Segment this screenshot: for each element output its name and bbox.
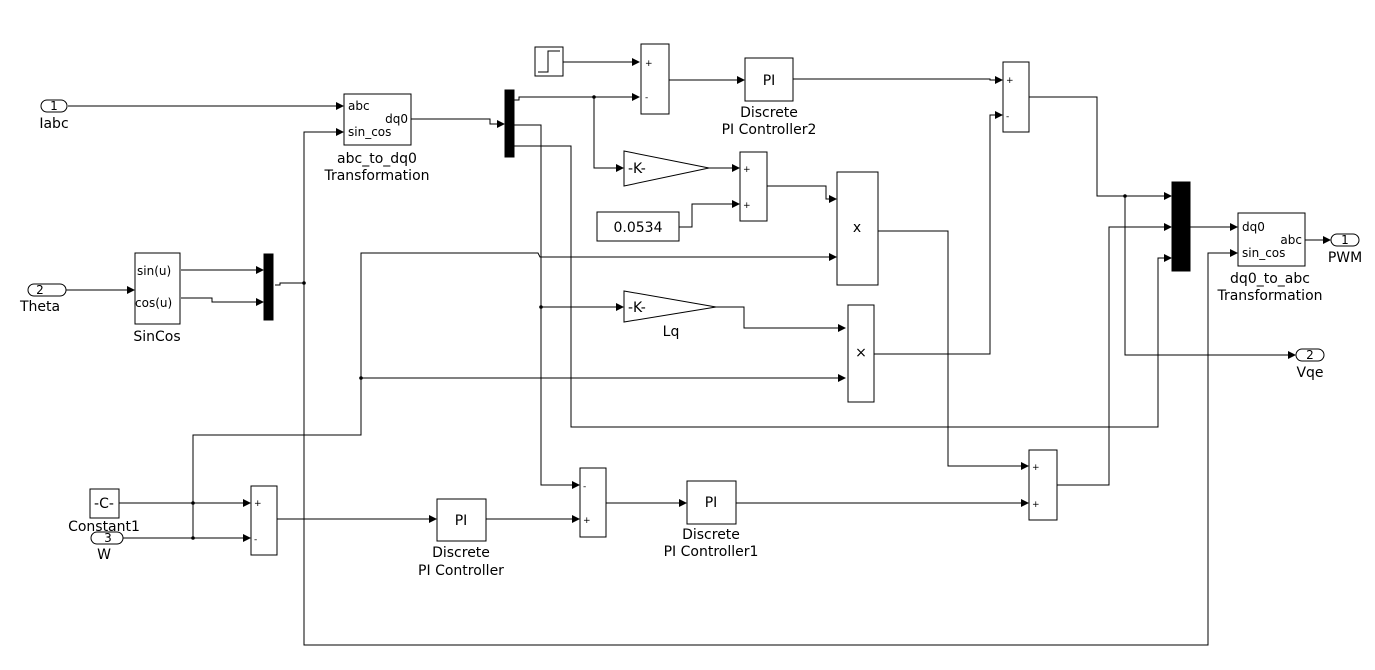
- gain-lq-block[interactable]: -K- Lq: [623, 290, 717, 340]
- svg-text:-K-: -K-: [628, 300, 646, 316]
- svg-text:sin(u): sin(u): [137, 264, 171, 278]
- abc-to-dq0-label: abc_to_dq0: [337, 151, 417, 167]
- dq0-to-abc-label-2: Transformation: [1216, 288, 1322, 304]
- pi-controller-block[interactable]: PI Discrete PI Controller: [418, 498, 504, 579]
- pi-controller2-block[interactable]: PI Discrete PI Controller2: [722, 57, 817, 138]
- svg-text:abc: abc: [1280, 233, 1302, 247]
- svg-text:x: x: [853, 220, 861, 236]
- gain-lq-label: Lq: [663, 324, 680, 340]
- inport-theta[interactable]: 2 Theta: [19, 283, 67, 315]
- pi-controller1-block[interactable]: PI Discrete PI Controller1: [664, 480, 759, 560]
- sum-block-right-bottom[interactable]: + +: [1028, 449, 1058, 521]
- svg-text:1: 1: [50, 99, 58, 113]
- inport-iabc[interactable]: 1 Iabc: [39, 99, 68, 132]
- pi-controller-label-2: PI Controller: [418, 563, 504, 579]
- pi-controller2-label-2: PI Controller2: [722, 122, 817, 138]
- pi-controller-label: Discrete: [432, 545, 490, 561]
- svg-text:dq0: dq0: [385, 112, 408, 126]
- svg-text:0.0534: 0.0534: [614, 220, 663, 236]
- signal-lines: [66, 61, 1325, 646]
- svg-text:+: +: [583, 516, 591, 526]
- dq0-to-abc-block[interactable]: dq0 sin_cos abc dq0_to_abc Transformatio…: [1216, 212, 1323, 304]
- sum-block-pi2-input[interactable]: + -: [640, 43, 670, 115]
- svg-text:+: +: [254, 499, 262, 509]
- sincos-block[interactable]: sin(u) cos(u) SinCos: [133, 252, 181, 345]
- outport-vqe[interactable]: 2 Vqe: [1295, 348, 1325, 381]
- svg-text:+: +: [1006, 76, 1014, 86]
- svg-text:×: ×: [855, 345, 867, 361]
- inport-w-label: W: [97, 547, 111, 563]
- outport-pwm-label: PWM: [1328, 250, 1362, 266]
- svg-text:PI: PI: [455, 513, 468, 529]
- svg-text:+: +: [743, 201, 751, 211]
- svg-text:3: 3: [104, 531, 112, 545]
- svg-text:cos(u): cos(u): [135, 296, 172, 310]
- branch-points: [191, 95, 1127, 540]
- arrowheads: [127, 58, 1331, 542]
- demux-block[interactable]: [504, 89, 515, 158]
- svg-text:2: 2: [1306, 348, 1314, 362]
- svg-text:-: -: [645, 93, 648, 103]
- pi-controller1-label-2: PI Controller1: [664, 544, 759, 560]
- svg-text:abc: abc: [348, 99, 370, 113]
- svg-text:1: 1: [1341, 233, 1349, 247]
- sum-block-gain[interactable]: + +: [739, 151, 768, 222]
- svg-text:sin_cos: sin_cos: [348, 125, 391, 139]
- svg-text:PI: PI: [763, 73, 776, 89]
- product-block-top[interactable]: x: [836, 171, 879, 286]
- svg-text:+: +: [645, 59, 653, 69]
- svg-text:dq0: dq0: [1242, 220, 1265, 234]
- svg-text:-C-: -C-: [94, 496, 114, 512]
- outport-vqe-label: Vqe: [1296, 365, 1323, 381]
- svg-text:-: -: [1006, 112, 1009, 122]
- pi-controller2-label: Discrete: [740, 105, 798, 121]
- inport-iabc-label: Iabc: [39, 116, 68, 132]
- inport-w[interactable]: 3 W: [90, 531, 124, 563]
- svg-text:-: -: [583, 482, 586, 492]
- abc-to-dq0-block[interactable]: abc sin_cos dq0 abc_to_dq0 Transformatio…: [323, 93, 430, 184]
- inport-theta-label: Theta: [19, 299, 60, 315]
- svg-text:PI: PI: [705, 495, 718, 511]
- svg-text:+: +: [1032, 463, 1040, 473]
- pi-controller1-label: Discrete: [682, 527, 740, 543]
- product-block-bottom[interactable]: ×: [847, 304, 875, 403]
- step-source-block[interactable]: [534, 46, 564, 77]
- sum-block-right-top[interactable]: + -: [1002, 61, 1030, 133]
- svg-text:+: +: [743, 165, 751, 175]
- sum-block-speed-error[interactable]: + -: [250, 485, 278, 556]
- constant1-block[interactable]: -C- Constant1: [68, 488, 140, 535]
- svg-text:+: +: [1032, 500, 1040, 510]
- dq0-to-abc-label: dq0_to_abc: [1230, 271, 1310, 287]
- sum-block-iq-error[interactable]: - +: [579, 467, 607, 538]
- constant-0534-block[interactable]: 0.0534: [596, 211, 680, 242]
- svg-text:-: -: [254, 535, 257, 545]
- constant1-label: Constant1: [68, 519, 140, 535]
- abc-to-dq0-label-2: Transformation: [323, 168, 429, 184]
- svg-text:-K-: -K-: [628, 161, 646, 177]
- gain-block-top[interactable]: -K-: [623, 150, 710, 187]
- svg-text:sin_cos: sin_cos: [1242, 246, 1285, 260]
- sincos-mux-block[interactable]: [263, 253, 274, 321]
- output-mux-block[interactable]: [1171, 181, 1191, 272]
- outport-pwm[interactable]: 1 PWM: [1328, 233, 1362, 266]
- sincos-label: SinCos: [133, 329, 180, 345]
- svg-text:2: 2: [36, 283, 44, 297]
